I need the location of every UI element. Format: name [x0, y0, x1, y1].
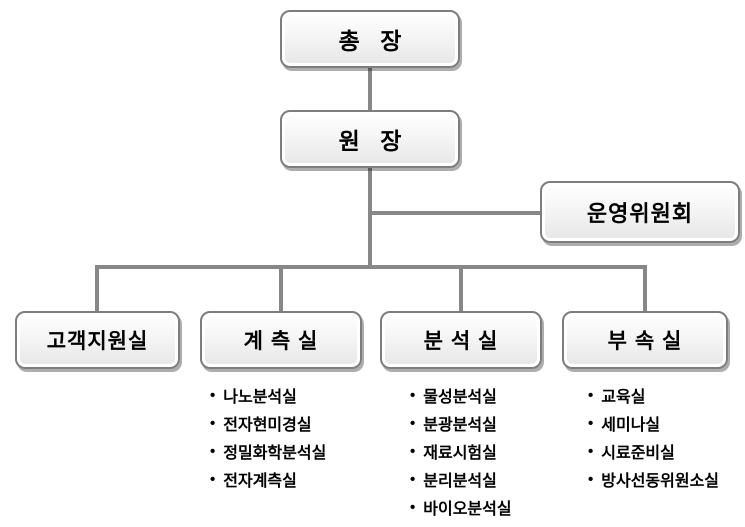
dept-annex-room-list: • 교육실 • 세미나실 • 시료준비실 • 방사선동위원소실	[588, 381, 719, 493]
list-item-label: 분리분석실	[423, 473, 497, 490]
bullet-icon: •	[410, 498, 416, 516]
list-item: • 바이오분석실	[410, 493, 512, 521]
list-item: • 시료준비실	[588, 437, 719, 465]
list-item-label: 물성분석실	[423, 389, 497, 406]
list-item-label: 바이오분석실	[423, 501, 512, 518]
connector-drop-dept-4	[643, 265, 647, 311]
bullet-icon: •	[210, 470, 216, 488]
node-dept-measurement-label: 계 측 실	[243, 330, 319, 353]
connector-departments-bar	[95, 265, 647, 269]
list-item: • 재료시험실	[410, 437, 512, 465]
list-item: • 전자현미경실	[210, 409, 326, 437]
list-item-label: 교육실	[601, 389, 646, 406]
bullet-icon: •	[210, 442, 216, 460]
bullet-icon: •	[410, 442, 416, 460]
node-director: 원 장	[280, 110, 460, 168]
connector-president-director	[368, 68, 372, 112]
list-item-label: 정밀화학분석실	[223, 445, 327, 462]
bullet-icon: •	[588, 414, 594, 432]
node-dept-customer-support-label: 고객지원실	[46, 330, 149, 353]
list-item: • 정밀화학분석실	[210, 437, 326, 465]
node-president: 총 장	[280, 10, 460, 68]
bullet-icon: •	[410, 386, 416, 404]
node-president-label: 총 장	[338, 28, 409, 54]
node-dept-analysis-label: 분 석 실	[423, 330, 499, 353]
connector-drop-dept-1	[95, 265, 99, 311]
bullet-icon: •	[410, 470, 416, 488]
node-director-label: 원 장	[338, 128, 409, 154]
connector-drop-dept-2	[279, 265, 283, 311]
list-item: • 세미나실	[588, 409, 719, 437]
list-item-label: 나노분석실	[223, 389, 297, 406]
list-item: • 방사선동위원소실	[588, 465, 719, 493]
bullet-icon: •	[588, 442, 594, 460]
list-item: • 분리분석실	[410, 465, 512, 493]
node-dept-customer-support: 고객지원실	[15, 311, 180, 369]
node-dept-measurement: 계 측 실	[200, 311, 362, 369]
connector-committee-branch	[368, 211, 542, 215]
list-item: • 분광분석실	[410, 409, 512, 437]
list-item: • 교육실	[588, 381, 719, 409]
list-item-label: 시료준비실	[601, 445, 675, 462]
bullet-icon: •	[210, 386, 216, 404]
node-dept-analysis: 분 석 실	[380, 311, 542, 369]
list-item-label: 방사선동위원소실	[601, 473, 720, 490]
bullet-icon: •	[588, 470, 594, 488]
dept-analysis-lab-list: • 물성분석실 • 분광분석실 • 재료시험실 • 분리분석실 • 바이오분석실	[410, 381, 512, 521]
list-item-label: 전자현미경실	[223, 417, 312, 434]
bullet-icon: •	[588, 386, 594, 404]
bullet-icon: •	[410, 414, 416, 432]
list-item-label: 재료시험실	[423, 445, 497, 462]
list-item-label: 전자계측실	[223, 473, 297, 490]
list-item: • 전자계측실	[210, 465, 326, 493]
bullet-icon: •	[210, 414, 216, 432]
list-item: • 나노분석실	[210, 381, 326, 409]
list-item-label: 분광분석실	[423, 417, 497, 434]
node-dept-annex-label: 부 속 실	[607, 330, 683, 353]
connector-director-trunk	[368, 168, 372, 269]
dept-measurement-lab-list: • 나노분석실 • 전자현미경실 • 정밀화학분석실 • 전자계측실	[210, 381, 326, 493]
node-dept-annex: 부 속 실	[562, 311, 728, 369]
connector-drop-dept-3	[459, 265, 463, 311]
node-committee: 운영위원회	[540, 181, 740, 243]
node-committee-label: 운영위원회	[586, 201, 694, 226]
list-item: • 물성분석실	[410, 381, 512, 409]
list-item-label: 세미나실	[601, 417, 661, 434]
